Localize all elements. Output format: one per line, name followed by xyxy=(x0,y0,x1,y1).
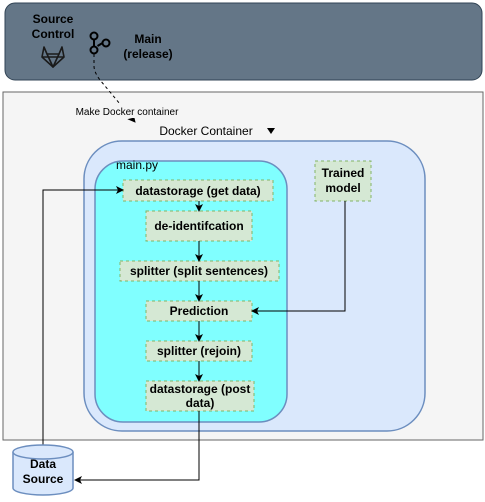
gitlab-icon xyxy=(41,46,65,68)
docker-container-title: Docker Container xyxy=(159,124,252,138)
step-splitter-rejoin: splitter (rejoin) xyxy=(145,340,253,362)
step-splitter-split-label: splitter (split sentences) xyxy=(130,264,268,278)
step-datastorage-get-label: datastorage (get data) xyxy=(135,184,260,198)
step-datastorage-get: datastorage (get data) xyxy=(122,179,274,202)
trained-model: Trained model xyxy=(314,160,372,202)
edge-post-datasource xyxy=(74,411,200,484)
branch-label-line2: (release) xyxy=(123,47,172,61)
data-source-label2: Source xyxy=(23,472,64,486)
edge-model-prediction xyxy=(251,201,346,315)
data-source-cylinder: Data Source xyxy=(12,444,74,496)
branch-label-line1: Main xyxy=(134,32,161,46)
step-datastorage-post: datastorage (post data) xyxy=(145,380,255,412)
step-deidentification: de-identifcation xyxy=(145,210,253,242)
source-control-panel xyxy=(4,2,483,81)
data-source-label1: Data xyxy=(30,457,56,471)
edge-label-bg xyxy=(67,104,187,118)
step-prediction-label: Prediction xyxy=(170,304,229,318)
edge-make-docker xyxy=(93,54,136,123)
step-splitter-rejoin-label: splitter (rejoin) xyxy=(157,344,241,358)
source-control-label-line1: Source xyxy=(33,12,74,26)
step-deidentification-label: de-identifcation xyxy=(154,219,243,233)
step-splitter-split: splitter (split sentences) xyxy=(119,260,280,282)
step-datastorage-post-label1: datastorage (post xyxy=(150,382,251,396)
edge-datasource-get xyxy=(42,186,124,445)
edge-make-docker-label: Make Docker container xyxy=(76,107,179,118)
triangle-down-icon[interactable] xyxy=(267,128,275,134)
trained-model-label1: Trained xyxy=(322,166,365,180)
mainpy-title: main.py xyxy=(116,158,158,172)
step-prediction: Prediction xyxy=(145,300,253,322)
git-branch-icon xyxy=(89,31,111,55)
source-control-label-line2: Control xyxy=(32,27,75,41)
step-datastorage-post-label2: data) xyxy=(186,396,215,410)
trained-model-label2: model xyxy=(325,181,360,195)
